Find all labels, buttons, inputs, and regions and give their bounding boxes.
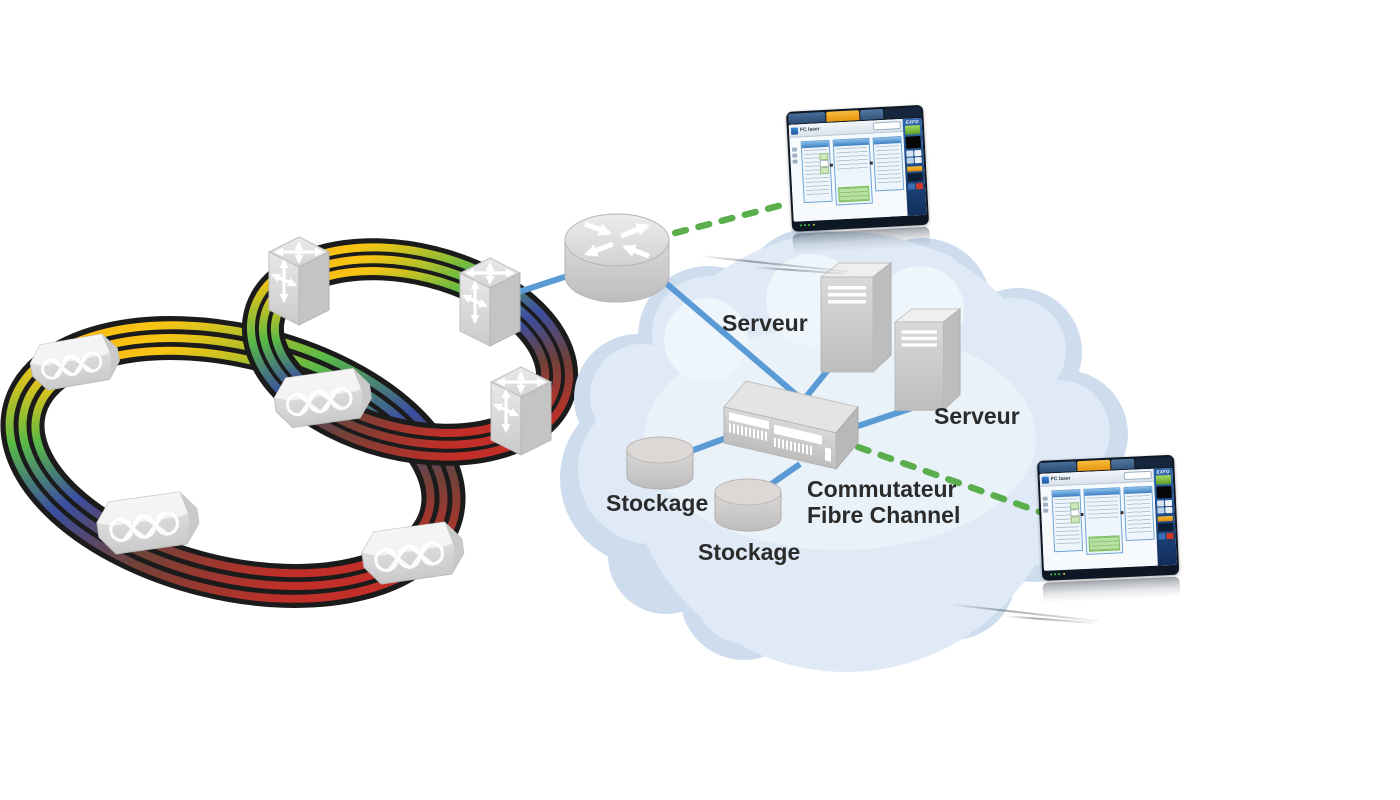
monitor-dash-line-top bbox=[648, 200, 790, 243]
status-panel-2 bbox=[1082, 487, 1124, 555]
sidebar-buttons bbox=[1158, 533, 1174, 540]
window-content bbox=[1040, 482, 1158, 571]
server-icon bbox=[820, 262, 892, 373]
switch-cube-icon bbox=[269, 237, 329, 325]
analyzer-window-bottom[interactable]: FC laser bbox=[949, 454, 1181, 625]
sidebar-dark-strip bbox=[907, 173, 923, 183]
left-icon-rail bbox=[791, 141, 802, 219]
switch-cube-icon bbox=[460, 258, 520, 346]
roadm-node-icon bbox=[25, 330, 124, 394]
panel-connector bbox=[1120, 511, 1124, 515]
app-logo-icon bbox=[790, 126, 799, 135]
sidebar-display bbox=[1156, 486, 1172, 499]
sidebar-buttons bbox=[907, 183, 924, 191]
monitor-dash-line-bottom bbox=[854, 443, 1044, 516]
panel-connector bbox=[829, 163, 833, 167]
sidebar-display bbox=[905, 136, 922, 150]
storage-disk-icon bbox=[714, 478, 782, 532]
tab-applications bbox=[788, 111, 826, 124]
sidebar-orange-strip bbox=[907, 166, 923, 173]
label-server-right: Serveur bbox=[934, 403, 1020, 429]
brand-logo: EXFO bbox=[905, 119, 919, 125]
status-panel-1 bbox=[800, 139, 833, 204]
window-content bbox=[789, 132, 907, 222]
tab-active bbox=[826, 110, 860, 122]
tab-active bbox=[1077, 459, 1111, 472]
label-fc-switch: Commutateur Fibre Channel bbox=[807, 476, 961, 528]
tab-other bbox=[860, 108, 884, 121]
tab-strip-filler bbox=[1134, 456, 1173, 469]
status-panel-1 bbox=[1051, 489, 1083, 553]
dropdown-control bbox=[1123, 470, 1152, 481]
server-icon bbox=[894, 308, 961, 411]
fiber-link-router-cloud bbox=[644, 263, 802, 401]
panel-connector bbox=[869, 161, 873, 165]
sidebar-icons bbox=[1156, 500, 1173, 514]
sidebar-green-button bbox=[904, 125, 921, 136]
window-bezel: FC laser bbox=[1037, 454, 1180, 581]
switch-cube-icon bbox=[491, 367, 551, 455]
router-icon bbox=[564, 213, 670, 303]
window-bezel: FC laser bbox=[786, 104, 930, 232]
status-panel-3 bbox=[872, 135, 905, 192]
tab-strip-filler bbox=[883, 106, 922, 119]
tab-applications bbox=[1039, 461, 1077, 473]
sidebar-icons bbox=[906, 150, 922, 165]
window-title: FC laser bbox=[1050, 474, 1071, 482]
app-logo-icon bbox=[1041, 475, 1050, 484]
label-storage-bottom: Stockage bbox=[698, 539, 801, 565]
sidebar-dark-strip bbox=[1157, 523, 1174, 532]
window-title: FC laser bbox=[799, 125, 820, 133]
dropdown-control bbox=[872, 121, 902, 131]
sidebar-orange-strip bbox=[1157, 516, 1173, 522]
storage-disk-icon bbox=[626, 436, 694, 490]
brand-logo: EXFO bbox=[1156, 468, 1170, 475]
roadm-node-icon bbox=[357, 518, 468, 588]
panel-connector bbox=[1080, 512, 1084, 517]
optical-ring-right bbox=[241, 238, 579, 466]
roadm-node-icon bbox=[92, 488, 203, 558]
analyzer-window-top[interactable]: FC laser bbox=[699, 104, 931, 275]
fc-switch-icon bbox=[723, 380, 859, 471]
label-storage-left: Stockage bbox=[606, 490, 709, 516]
status-panel-2 bbox=[832, 137, 874, 206]
tab-other bbox=[1111, 458, 1135, 470]
label-server-top: Serveur bbox=[722, 310, 808, 336]
sidebar-green-button bbox=[1155, 475, 1172, 486]
left-icon-rail bbox=[1042, 491, 1051, 569]
status-panel-3 bbox=[1123, 485, 1155, 542]
